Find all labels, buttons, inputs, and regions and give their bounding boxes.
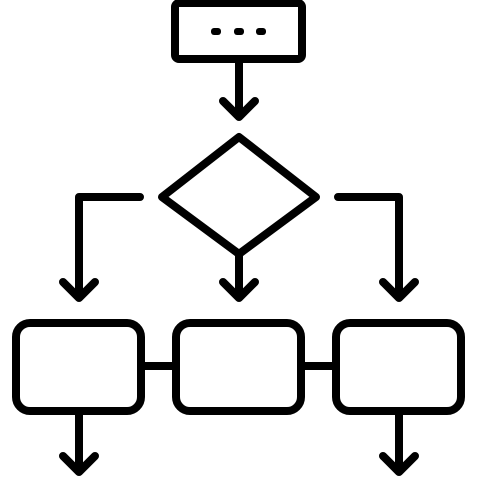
arrow-decision-to-middle bbox=[219, 250, 259, 302]
arrow-exit-left bbox=[59, 407, 99, 476]
arrow-start-to-decision bbox=[219, 55, 259, 121]
box-right bbox=[332, 319, 465, 415]
arrow-decision-to-left bbox=[59, 193, 144, 302]
arrow-exit-right bbox=[379, 407, 419, 476]
box-middle bbox=[172, 319, 305, 415]
start-node bbox=[171, 0, 306, 63]
box-left bbox=[12, 319, 145, 415]
ellipsis-icon bbox=[211, 28, 266, 35]
decision-diamond bbox=[158, 133, 320, 258]
arrow-decision-to-right bbox=[334, 193, 419, 302]
